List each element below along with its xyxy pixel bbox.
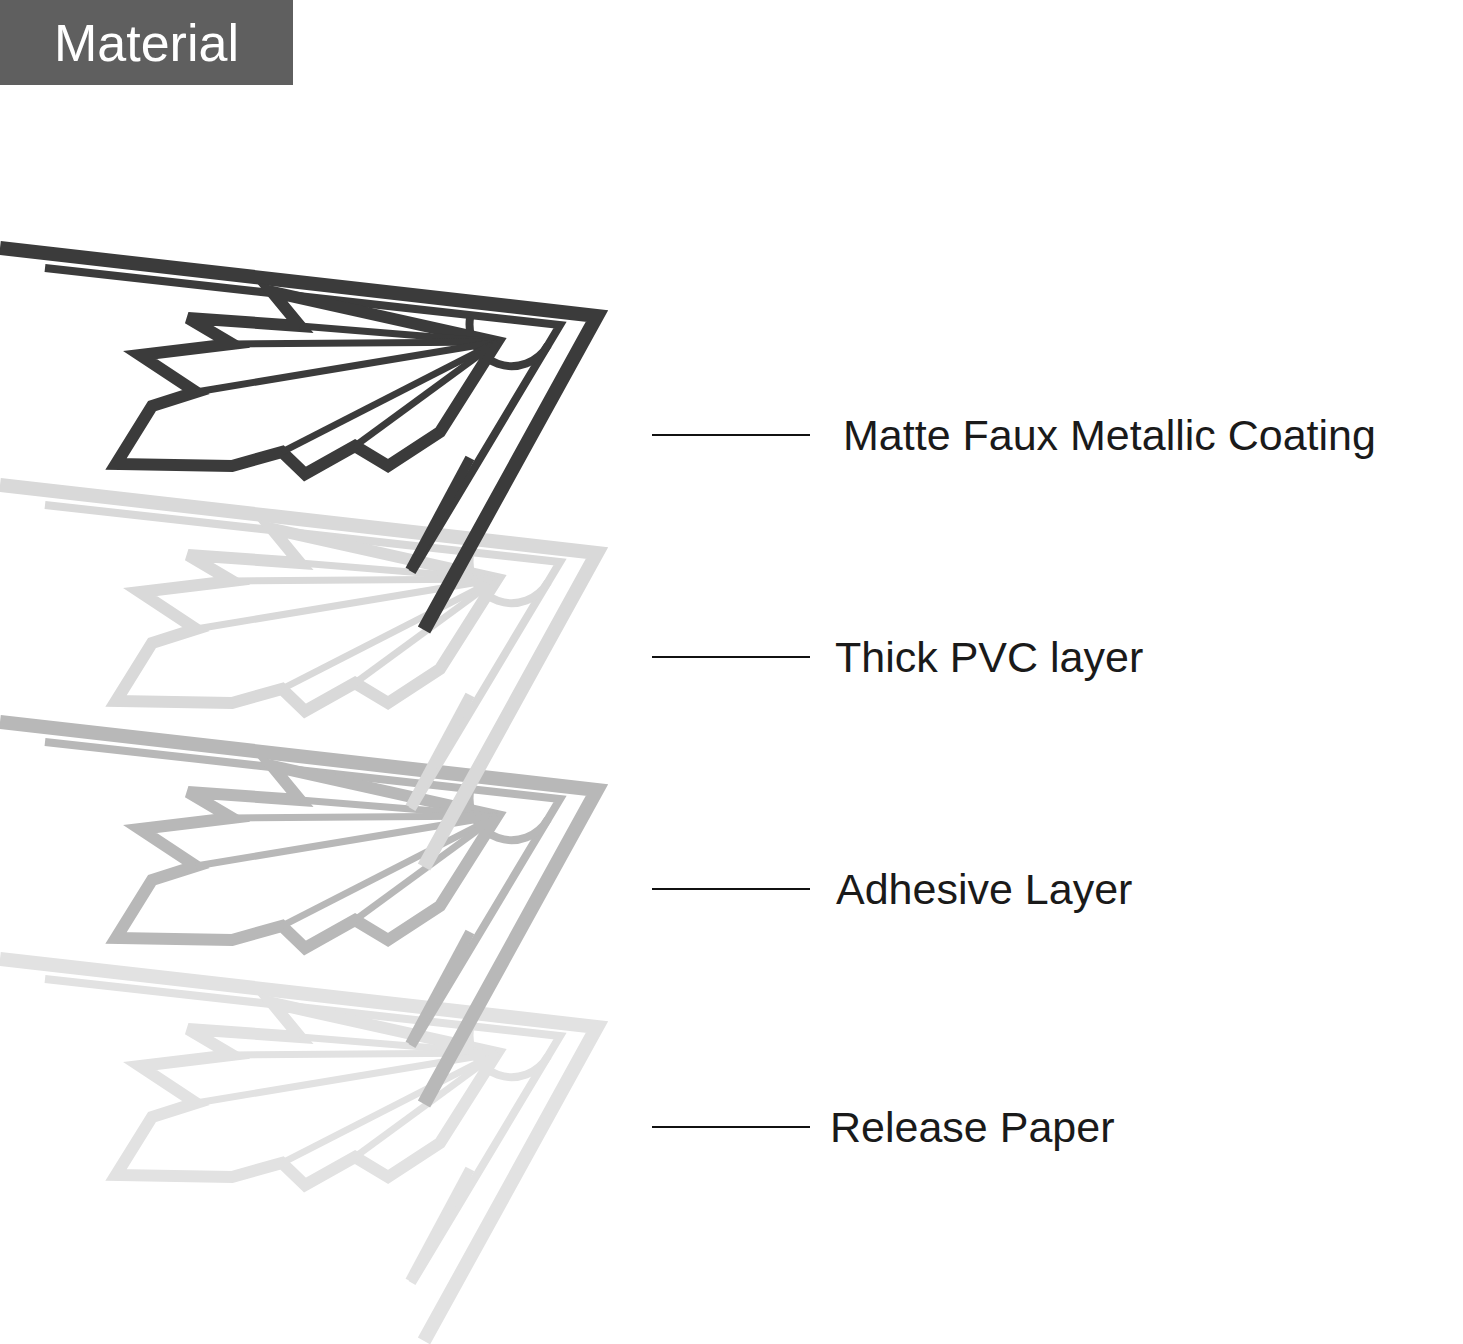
layer-label: Release Paper: [830, 1106, 1114, 1149]
leader-line: [652, 434, 810, 436]
title-text: Material: [54, 13, 239, 73]
layer-label: Adhesive Layer: [836, 868, 1132, 911]
leader-line: [652, 1126, 810, 1128]
title-box: Material: [0, 0, 293, 85]
layer-label: Thick PVC layer: [835, 636, 1143, 679]
adhesive-layer: [0, 722, 597, 1104]
coating-layer: [0, 248, 597, 630]
leader-line: [652, 888, 810, 890]
layer-label: Matte Faux Metallic Coating: [843, 414, 1376, 457]
pvc-layer: [0, 485, 597, 867]
leader-line: [652, 656, 810, 658]
release-paper-layer: [0, 959, 597, 1341]
